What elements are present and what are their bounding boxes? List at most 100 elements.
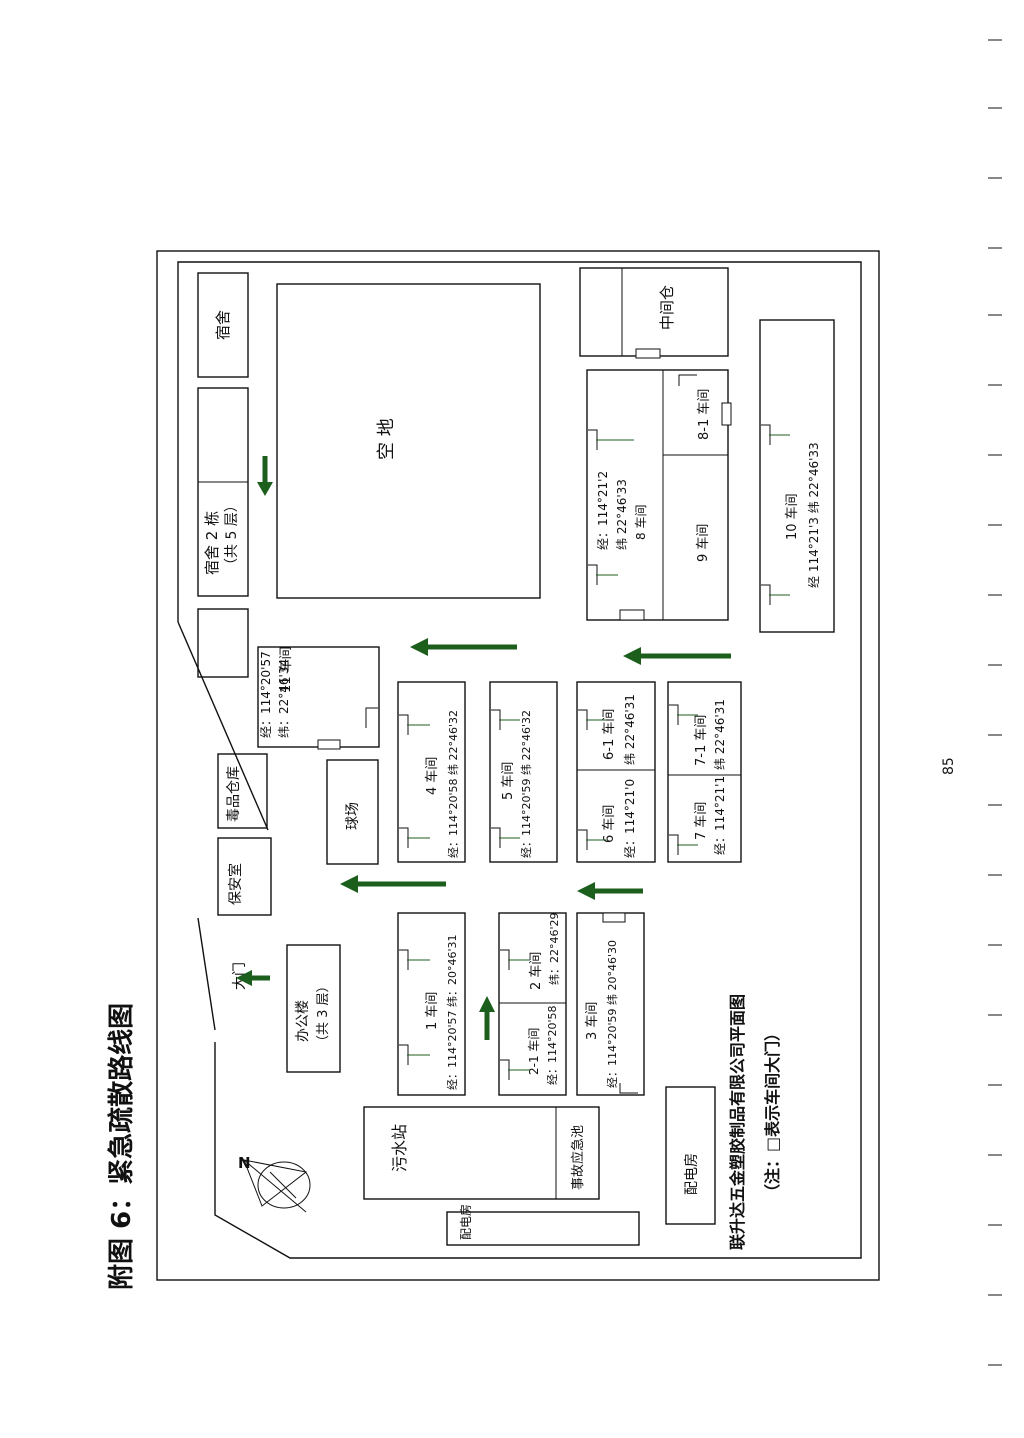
ws7-lon: 经：114°21'1: [713, 776, 727, 855]
ws8-label: 8 车间: [633, 505, 648, 540]
page-title: 附图 6：紧急疏散路线图: [106, 1003, 137, 1290]
ball-field-label: 球场: [345, 802, 361, 830]
office-building: [286, 944, 341, 1073]
poison-warehouse-label: 毒品仓库: [226, 766, 242, 822]
ws8-1-label: 8-1 车间: [696, 389, 712, 440]
sewage-label: 污水站: [390, 1124, 409, 1172]
ws7-1-label: 7-1 车间: [693, 715, 709, 766]
diagram-caption: 联升达五金塑胶制品有限公司平面图: [728, 994, 747, 1250]
ws10-label: 10 车间: [784, 493, 800, 540]
evac-arrow-head: [340, 875, 358, 893]
ws1-label: 1 车间: [424, 992, 440, 1030]
north-label: N: [238, 1154, 251, 1172]
ws4-coords: 经：114°20'58 纬 22°46'32: [447, 710, 460, 858]
ws11-label: 11 车间: [278, 646, 294, 693]
middle-warehouse-label: 中间仓: [658, 285, 676, 330]
dorm-2-label: 宿舍 2 栋: [203, 511, 221, 575]
door-marker: [761, 424, 771, 445]
workshop-6-block: [576, 681, 656, 863]
workshop-7-block: [667, 681, 742, 863]
door-marker: [365, 707, 378, 728]
door-marker: [619, 1083, 638, 1094]
site-outer-frame: [156, 250, 880, 1281]
door-marker: [491, 709, 501, 730]
ws2-1-label: 2-1 车间: [526, 1028, 541, 1075]
door-marker: [399, 714, 409, 735]
door-marker: [588, 564, 598, 585]
office-label: 办公楼: [295, 1000, 311, 1042]
ws2-label: 2 车间: [528, 952, 544, 990]
office-floors: （共 3 层）: [316, 979, 331, 1048]
door-marker: [399, 827, 409, 848]
ws6-1-lat: 纬 22°46'31: [623, 694, 637, 765]
door-marker: [317, 739, 341, 750]
site-boundary: [177, 261, 862, 1259]
dorm-label: 宿舍: [214, 310, 232, 340]
workshop-4: [397, 681, 466, 863]
workshop-10: [759, 319, 835, 633]
margin-marks: [988, 39, 1002, 1366]
power-room-right-label: 配电房: [684, 1153, 700, 1195]
ws3-coords: 经：114°20'59 纬 20°46'30: [606, 940, 619, 1088]
door-marker: [399, 949, 409, 970]
ws8-lat: 纬 22°46'33: [615, 479, 629, 550]
ws4-label: 4 车间: [424, 757, 440, 795]
emergency-pool-label: 事故应急池: [570, 1125, 586, 1190]
door-marker: [578, 829, 588, 850]
open-land-label: 空 地: [376, 418, 397, 460]
evac-arrow-head: [410, 638, 428, 656]
workshop-2-block: [498, 912, 567, 1096]
boundary-diagonal: [177, 621, 269, 831]
power-room-left: [446, 1211, 640, 1246]
dorm-2-floors: （共 5 层）: [224, 498, 240, 572]
door-marker: [588, 429, 598, 450]
legend-note: （注：□表示车间大门）: [763, 1025, 782, 1200]
north-compass-icon: [243, 1159, 311, 1213]
small-building: [197, 608, 249, 678]
evacuation-arrows: [236, 456, 731, 1040]
door-marker: [635, 348, 661, 359]
gate-left-post: [197, 917, 216, 1031]
power-room-left-label: 配电房: [458, 1204, 473, 1240]
guard-room: [217, 837, 272, 916]
ws10-coords: 经 114°21'3 纬 22°46'33: [807, 442, 821, 588]
evac-arrow-head: [257, 482, 273, 496]
ws5-coords: 经：114°20'59 纬 22°46'32: [520, 710, 533, 858]
door-marker: [602, 912, 626, 923]
ws8-lon: 经：114°21'2: [596, 471, 610, 550]
ws2-lat: 纬：22°46'29: [548, 912, 561, 985]
door-marker: [721, 402, 732, 426]
workshop-8-block: [586, 369, 729, 621]
poison-warehouse: [217, 753, 268, 829]
ws5-label: 5 车间: [500, 762, 516, 800]
door-exit-arrows: [407, 434, 790, 1071]
dorm: [197, 272, 249, 378]
ws11-lon: 经：114°20'57: [259, 651, 273, 738]
ws2-1-lon: 经：114°20'58: [546, 1005, 559, 1085]
evac-arrow-head: [479, 996, 495, 1012]
evac-arrow-head: [577, 882, 595, 900]
door-marker: [578, 709, 588, 730]
page-number: 85: [941, 757, 957, 775]
ws6-1-label: 6-1 车间: [601, 709, 617, 760]
open-land: [276, 283, 541, 599]
ws3-label: 3 车间: [584, 1002, 600, 1040]
door-marker: [669, 704, 679, 725]
ws1-coords: 经：114°20'57 纬：20°46'31: [446, 934, 459, 1090]
ws7-1-lat: 纬 22°46'31: [713, 699, 727, 770]
middle-warehouse: [579, 267, 729, 357]
workshop-5: [489, 681, 558, 863]
power-room-right: [665, 1086, 716, 1225]
sewage-station: [363, 1106, 600, 1200]
dorm-2: [197, 387, 249, 597]
door-marker: [491, 827, 501, 848]
door-marker: [678, 374, 697, 386]
door-marker: [500, 1059, 510, 1080]
door-marker: [669, 834, 679, 855]
evac-arrow-head: [623, 647, 641, 665]
ws11-lat: 纬：22°46'34: [277, 659, 291, 738]
ws7-label: 7 车间: [693, 802, 709, 840]
ball-field: [326, 759, 379, 865]
ws6-label: 6 车间: [601, 805, 617, 843]
